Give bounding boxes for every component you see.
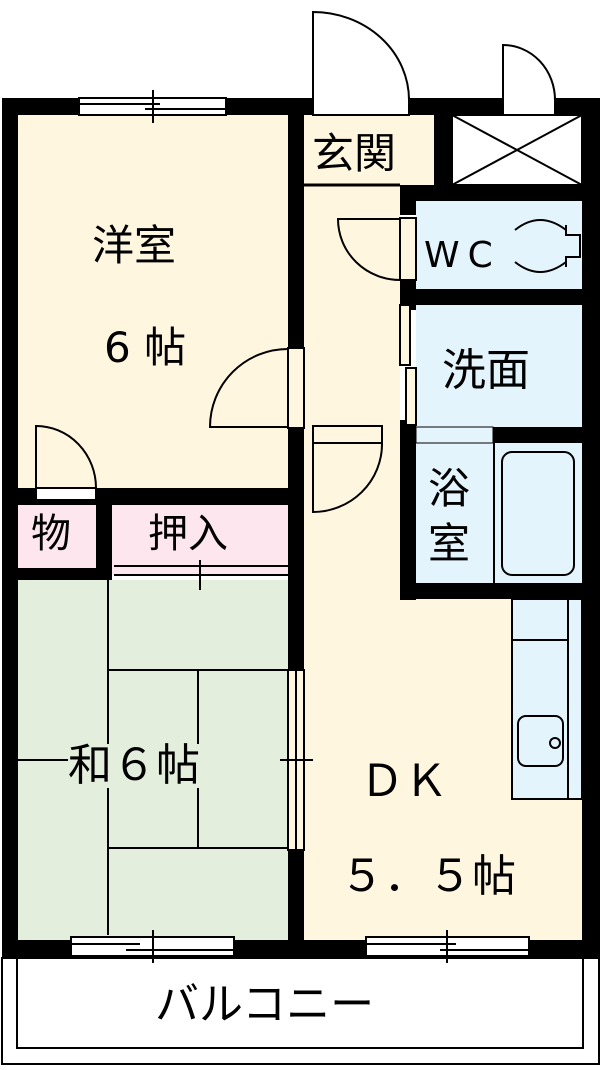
dk-size: ５．５帖 <box>340 851 516 902</box>
balcony-label: バルコニー <box>155 979 375 1030</box>
storage-door <box>35 424 97 501</box>
bath-label-2: 室 <box>428 519 471 568</box>
wc-fill <box>416 201 582 289</box>
washroom-fill <box>416 305 582 427</box>
bathtub-icon <box>493 443 575 583</box>
entrance-label: 玄関 <box>312 129 397 178</box>
japanese-room-label: 和６帖 <box>68 740 200 791</box>
washroom-label: 洗面 <box>442 345 530 396</box>
storage-fill <box>18 505 98 570</box>
western-door <box>208 347 305 429</box>
wc-door <box>336 217 417 281</box>
window-western-top <box>78 90 227 123</box>
window-japanese-bottom <box>70 930 235 963</box>
western-room-fill <box>18 115 290 490</box>
wc-label: WC <box>424 235 501 276</box>
washroom-door <box>399 304 417 426</box>
bath-fill <box>416 443 582 583</box>
oshiire-label: 押入 <box>148 511 228 557</box>
window-dk-bottom <box>365 930 530 963</box>
entrance-fill <box>304 115 434 185</box>
bath-door <box>415 426 494 444</box>
western-room-size: 6 帖 <box>104 323 187 372</box>
pipe-space-door <box>502 43 556 116</box>
pipe-space-cross <box>451 114 583 186</box>
balcony <box>1 957 600 1065</box>
bath-label-1: 浴 <box>428 464 471 513</box>
dk-label: ＤＫ <box>360 756 448 807</box>
oshiire-sliding-door <box>114 560 288 590</box>
western-room-name: 洋室 <box>92 221 177 270</box>
dk-door <box>312 425 383 514</box>
kitchen-counter <box>511 598 583 800</box>
toilet-icon <box>514 219 581 273</box>
entrance-door <box>312 10 410 116</box>
hallway-fill <box>304 185 400 430</box>
japanese-sliding-door <box>280 669 313 851</box>
storage-label: 物 <box>31 511 71 557</box>
